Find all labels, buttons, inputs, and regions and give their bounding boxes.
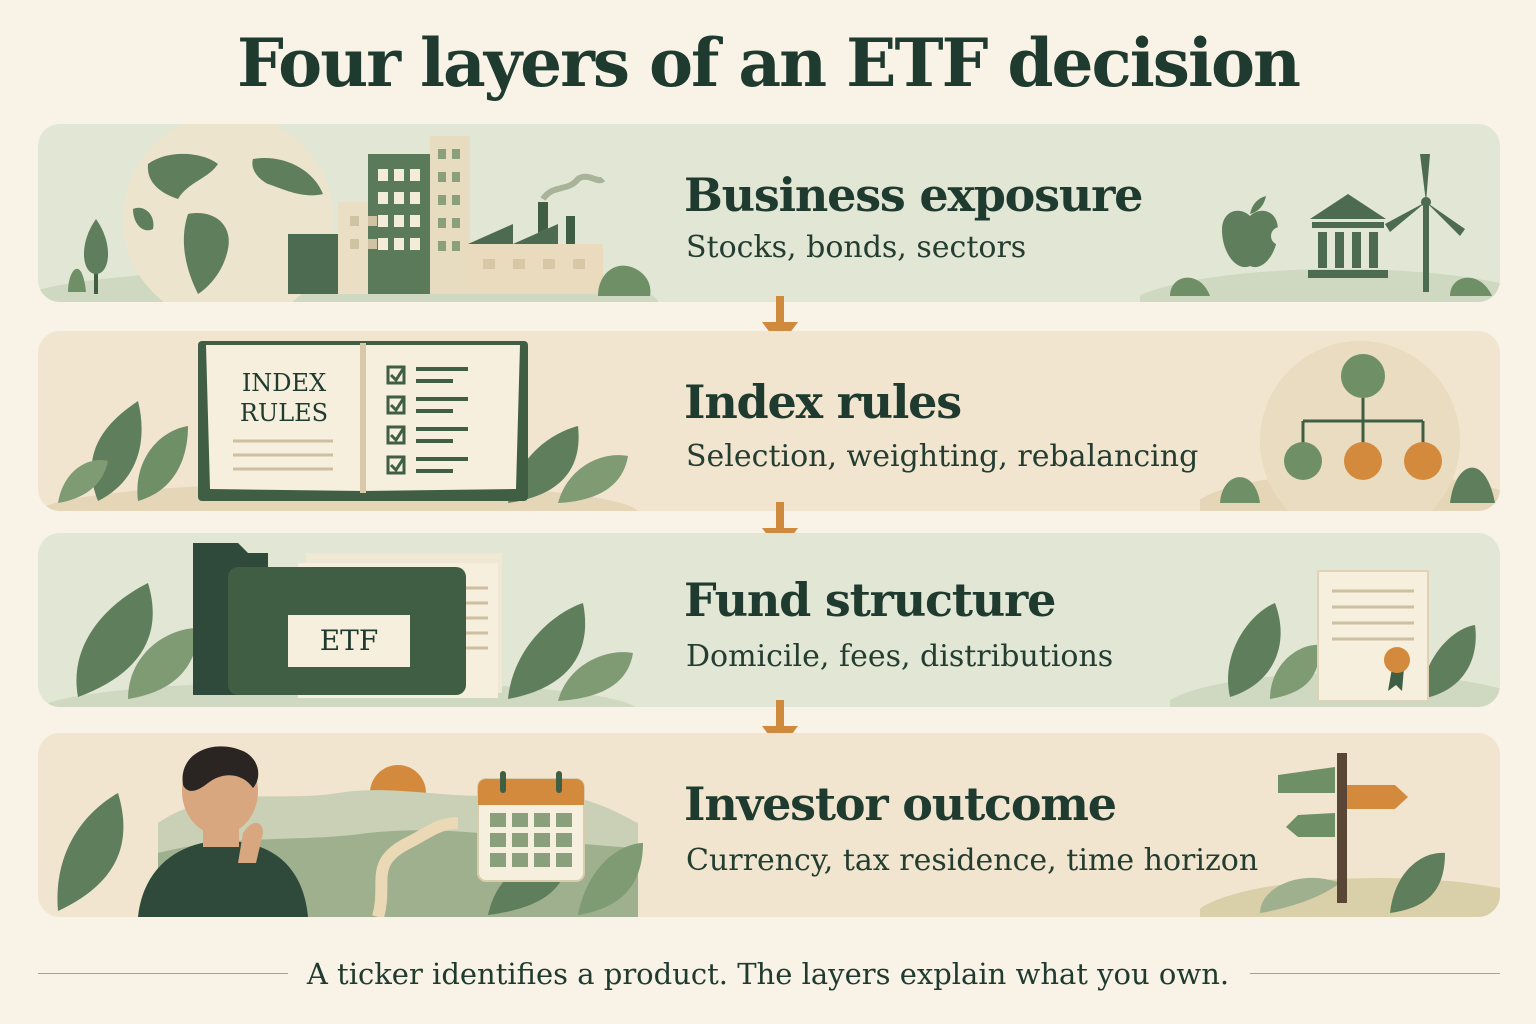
layer-subtitle: Domicile, fees, distributions <box>686 639 1114 674</box>
certificate-icon <box>1317 570 1429 702</box>
signpost-illustration <box>1200 753 1500 917</box>
footer-divider-left <box>38 973 288 974</box>
certificate-illustration <box>1170 570 1500 707</box>
book-label-rules: RULES <box>240 399 328 427</box>
hierarchy-icon <box>1284 354 1442 480</box>
etf-folder-illustration: ETF <box>40 543 636 707</box>
layer-index-rules: INDEX RULES <box>38 331 1500 511</box>
layer-investor-outcome: Investor outcome Currency, tax residence… <box>38 733 1500 917</box>
folder-label-etf: ETF <box>320 624 379 657</box>
investor-landscape-illustration <box>57 746 643 917</box>
globe-city-illustration <box>38 124 658 302</box>
layer-heading: Investor outcome <box>684 777 1117 831</box>
checklist-icon <box>386 365 406 475</box>
apple-icon <box>1222 196 1289 268</box>
layer-heading: Index rules <box>684 375 962 429</box>
layer-heading: Fund structure <box>684 573 1056 627</box>
layer-subtitle: Selection, weighting, rebalancing <box>686 439 1199 474</box>
calendar-icon <box>477 771 585 882</box>
signpost-icon <box>1278 753 1408 903</box>
footer-divider-right <box>1250 973 1500 974</box>
org-tree-illustration <box>1200 341 1500 511</box>
rulebook-illustration: INDEX RULES <box>38 341 638 511</box>
wind-turbine-icon <box>1385 154 1465 292</box>
layer-heading: Business exposure <box>684 168 1143 222</box>
footer-caption: A ticker identifies a product. The layer… <box>306 957 1230 991</box>
layer-subtitle: Stocks, bonds, sectors <box>686 230 1027 265</box>
layer-subtitle: Currency, tax residence, time horizon <box>686 843 1259 878</box>
layer-business-exposure: Business exposure Stocks, bonds, sectors <box>38 124 1500 302</box>
layer-fund-structure: ETF Fund structure Domicile, fees, distr… <box>38 533 1500 707</box>
bank-icon <box>1308 194 1388 278</box>
page-title: Four layers of an ETF decision <box>236 24 1301 102</box>
book-label-index: INDEX <box>242 369 326 397</box>
investor-person-illustration <box>138 746 308 917</box>
apple-bank-windturbine-illustration <box>1140 154 1500 302</box>
